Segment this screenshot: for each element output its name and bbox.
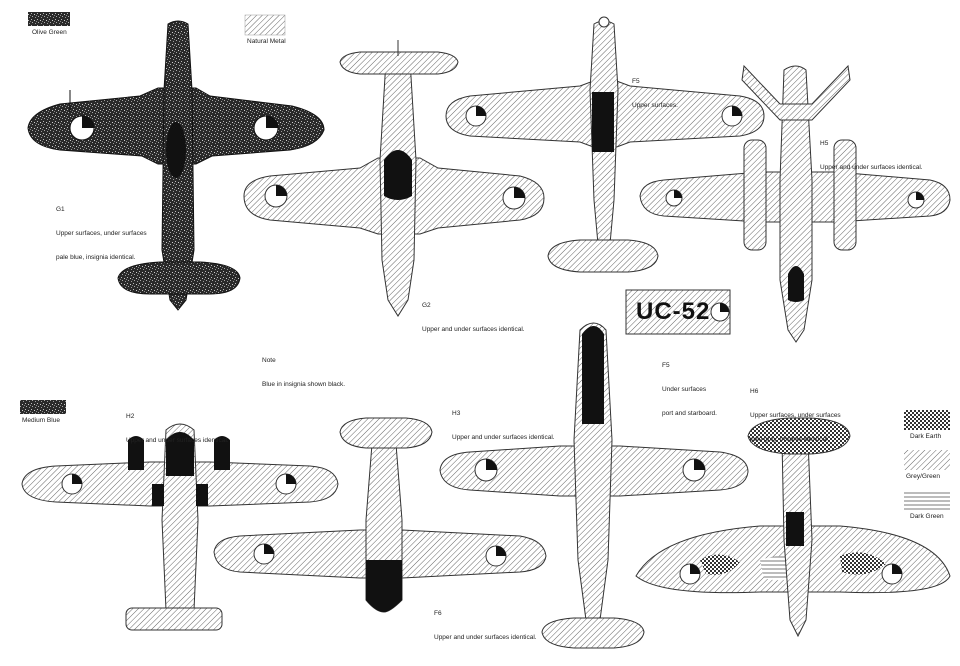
note-g2-code: G2 xyxy=(422,302,431,309)
note-f5-under: F5 Under surfaces port and starboard. xyxy=(662,346,717,426)
note-f5-under-line2: port and starboard. xyxy=(662,410,717,417)
aircraft-g2 xyxy=(243,40,545,317)
legend-dark-green: Dark Green xyxy=(910,513,944,520)
dark-earth-swatch xyxy=(904,410,950,430)
legend-olive-green: Olive Green xyxy=(32,29,67,36)
note-h5-line1: Upper and under surfaces identical. xyxy=(820,164,923,171)
note-f5-upper-code: F5 xyxy=(632,78,640,85)
aircraft-h2 xyxy=(21,423,339,631)
note-g1-code: G1 xyxy=(56,206,65,213)
note-f6-code: F6 xyxy=(434,610,442,617)
note-h6-code: H6 xyxy=(750,388,759,395)
note-f6: F6 Upper and under surfaces identical. xyxy=(434,594,537,650)
note-f5-under-line1: Under surfaces xyxy=(662,386,707,393)
note-g1-line2: pale blue, insignia identical. xyxy=(56,254,136,261)
note-h3-code: H3 xyxy=(452,410,461,417)
note-h3: H3 Upper and under surfaces identical. xyxy=(452,394,555,450)
aircraft-f5 xyxy=(445,16,765,273)
note-h2-line1: Upper and under surfaces identical. xyxy=(126,437,229,444)
note-general-title: Note xyxy=(262,357,276,364)
legend-grey-green: Grey/Green xyxy=(906,473,940,480)
medium-blue-swatch xyxy=(20,400,66,414)
aircraft-h6 xyxy=(635,417,951,638)
note-h6-line1: Upper surfaces, under surfaces xyxy=(750,412,841,419)
note-general: Note Blue in insignia shown black. xyxy=(262,341,345,397)
note-g2-line1: Upper and under surfaces identical. xyxy=(422,326,525,333)
note-general-line1: Blue in insignia shown black. xyxy=(262,381,346,388)
note-h6: H6 Upper surfaces, under surfaces pale g… xyxy=(750,372,841,452)
aircraft-f6 xyxy=(213,417,547,613)
note-h6-line2: pale grey, insignia identical. xyxy=(750,436,830,443)
olive-green-swatch xyxy=(28,12,70,26)
note-h5-code: H5 xyxy=(820,140,829,147)
note-h5: H5 Upper and under surfaces identical. xyxy=(820,124,923,180)
grey-green-swatch xyxy=(904,450,950,470)
note-f6-line1: Upper and under surfaces identical. xyxy=(434,634,537,641)
note-f5-upper-line1: Upper surfaces. xyxy=(632,102,678,109)
dark-green-swatch xyxy=(904,490,950,510)
note-h2: H2 Upper and under surfaces identical. xyxy=(126,397,229,453)
note-g1-line1: Upper surfaces, under surfaces xyxy=(56,230,147,237)
note-f5-upper: F5 Upper surfaces. xyxy=(632,62,678,118)
note-g1: G1 Upper surfaces, under surfaces pale b… xyxy=(56,190,147,270)
registration-text: UC-52 xyxy=(636,298,711,325)
legend-dark-earth: Dark Earth xyxy=(910,433,942,440)
note-h2-code: H2 xyxy=(126,413,135,420)
aircraft-g1 xyxy=(27,20,325,311)
natural-metal-swatch xyxy=(244,14,286,36)
aircraft-h5 xyxy=(639,64,951,343)
registration-panel xyxy=(625,289,731,335)
legend-medium-blue: Medium Blue xyxy=(22,417,60,424)
legend-natural-metal: Natural Metal xyxy=(247,38,286,45)
note-f5-under-code: F5 xyxy=(662,362,670,369)
note-g2: G2 Upper and under surfaces identical. xyxy=(422,286,525,342)
aircraft-h3 xyxy=(439,322,749,649)
note-h3-line1: Upper and under surfaces identical. xyxy=(452,434,555,441)
